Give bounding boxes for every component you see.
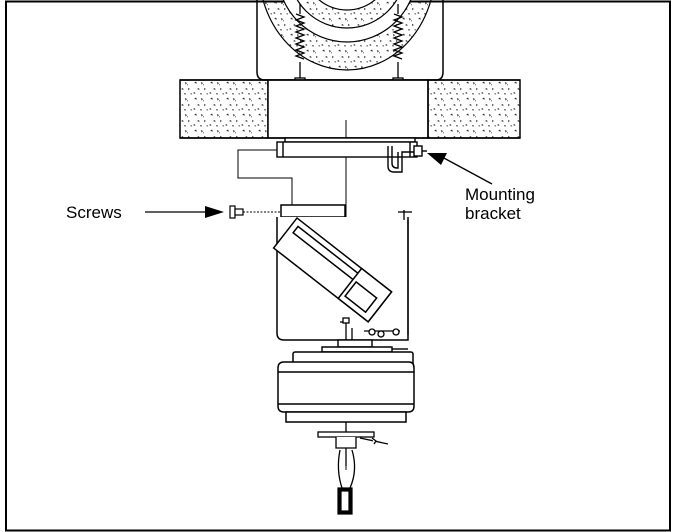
screw-icon [229, 205, 244, 219]
coupler [321, 339, 408, 353]
mounting-bracket-label: Mounting bracket [465, 185, 540, 223]
wiring-rail [340, 317, 400, 347]
screws-arrow [145, 206, 224, 218]
mounting-bracket-arrow [427, 153, 493, 185]
tilted-receiver-module [272, 216, 393, 323]
mounting-bracket-label-line2: bracket [465, 204, 521, 223]
light-fitter [317, 422, 389, 489]
wire-connector [337, 487, 353, 515]
ceiling-slab [179, 79, 521, 139]
mounting-bracket [276, 137, 427, 173]
screws-label: Screws [66, 203, 122, 222]
side-hook [398, 210, 412, 335]
top-housing [256, 0, 444, 81]
mounting-bracket-label-line1: Mounting [465, 185, 535, 204]
motor-housing [277, 351, 415, 423]
safety-cable [237, 149, 293, 205]
